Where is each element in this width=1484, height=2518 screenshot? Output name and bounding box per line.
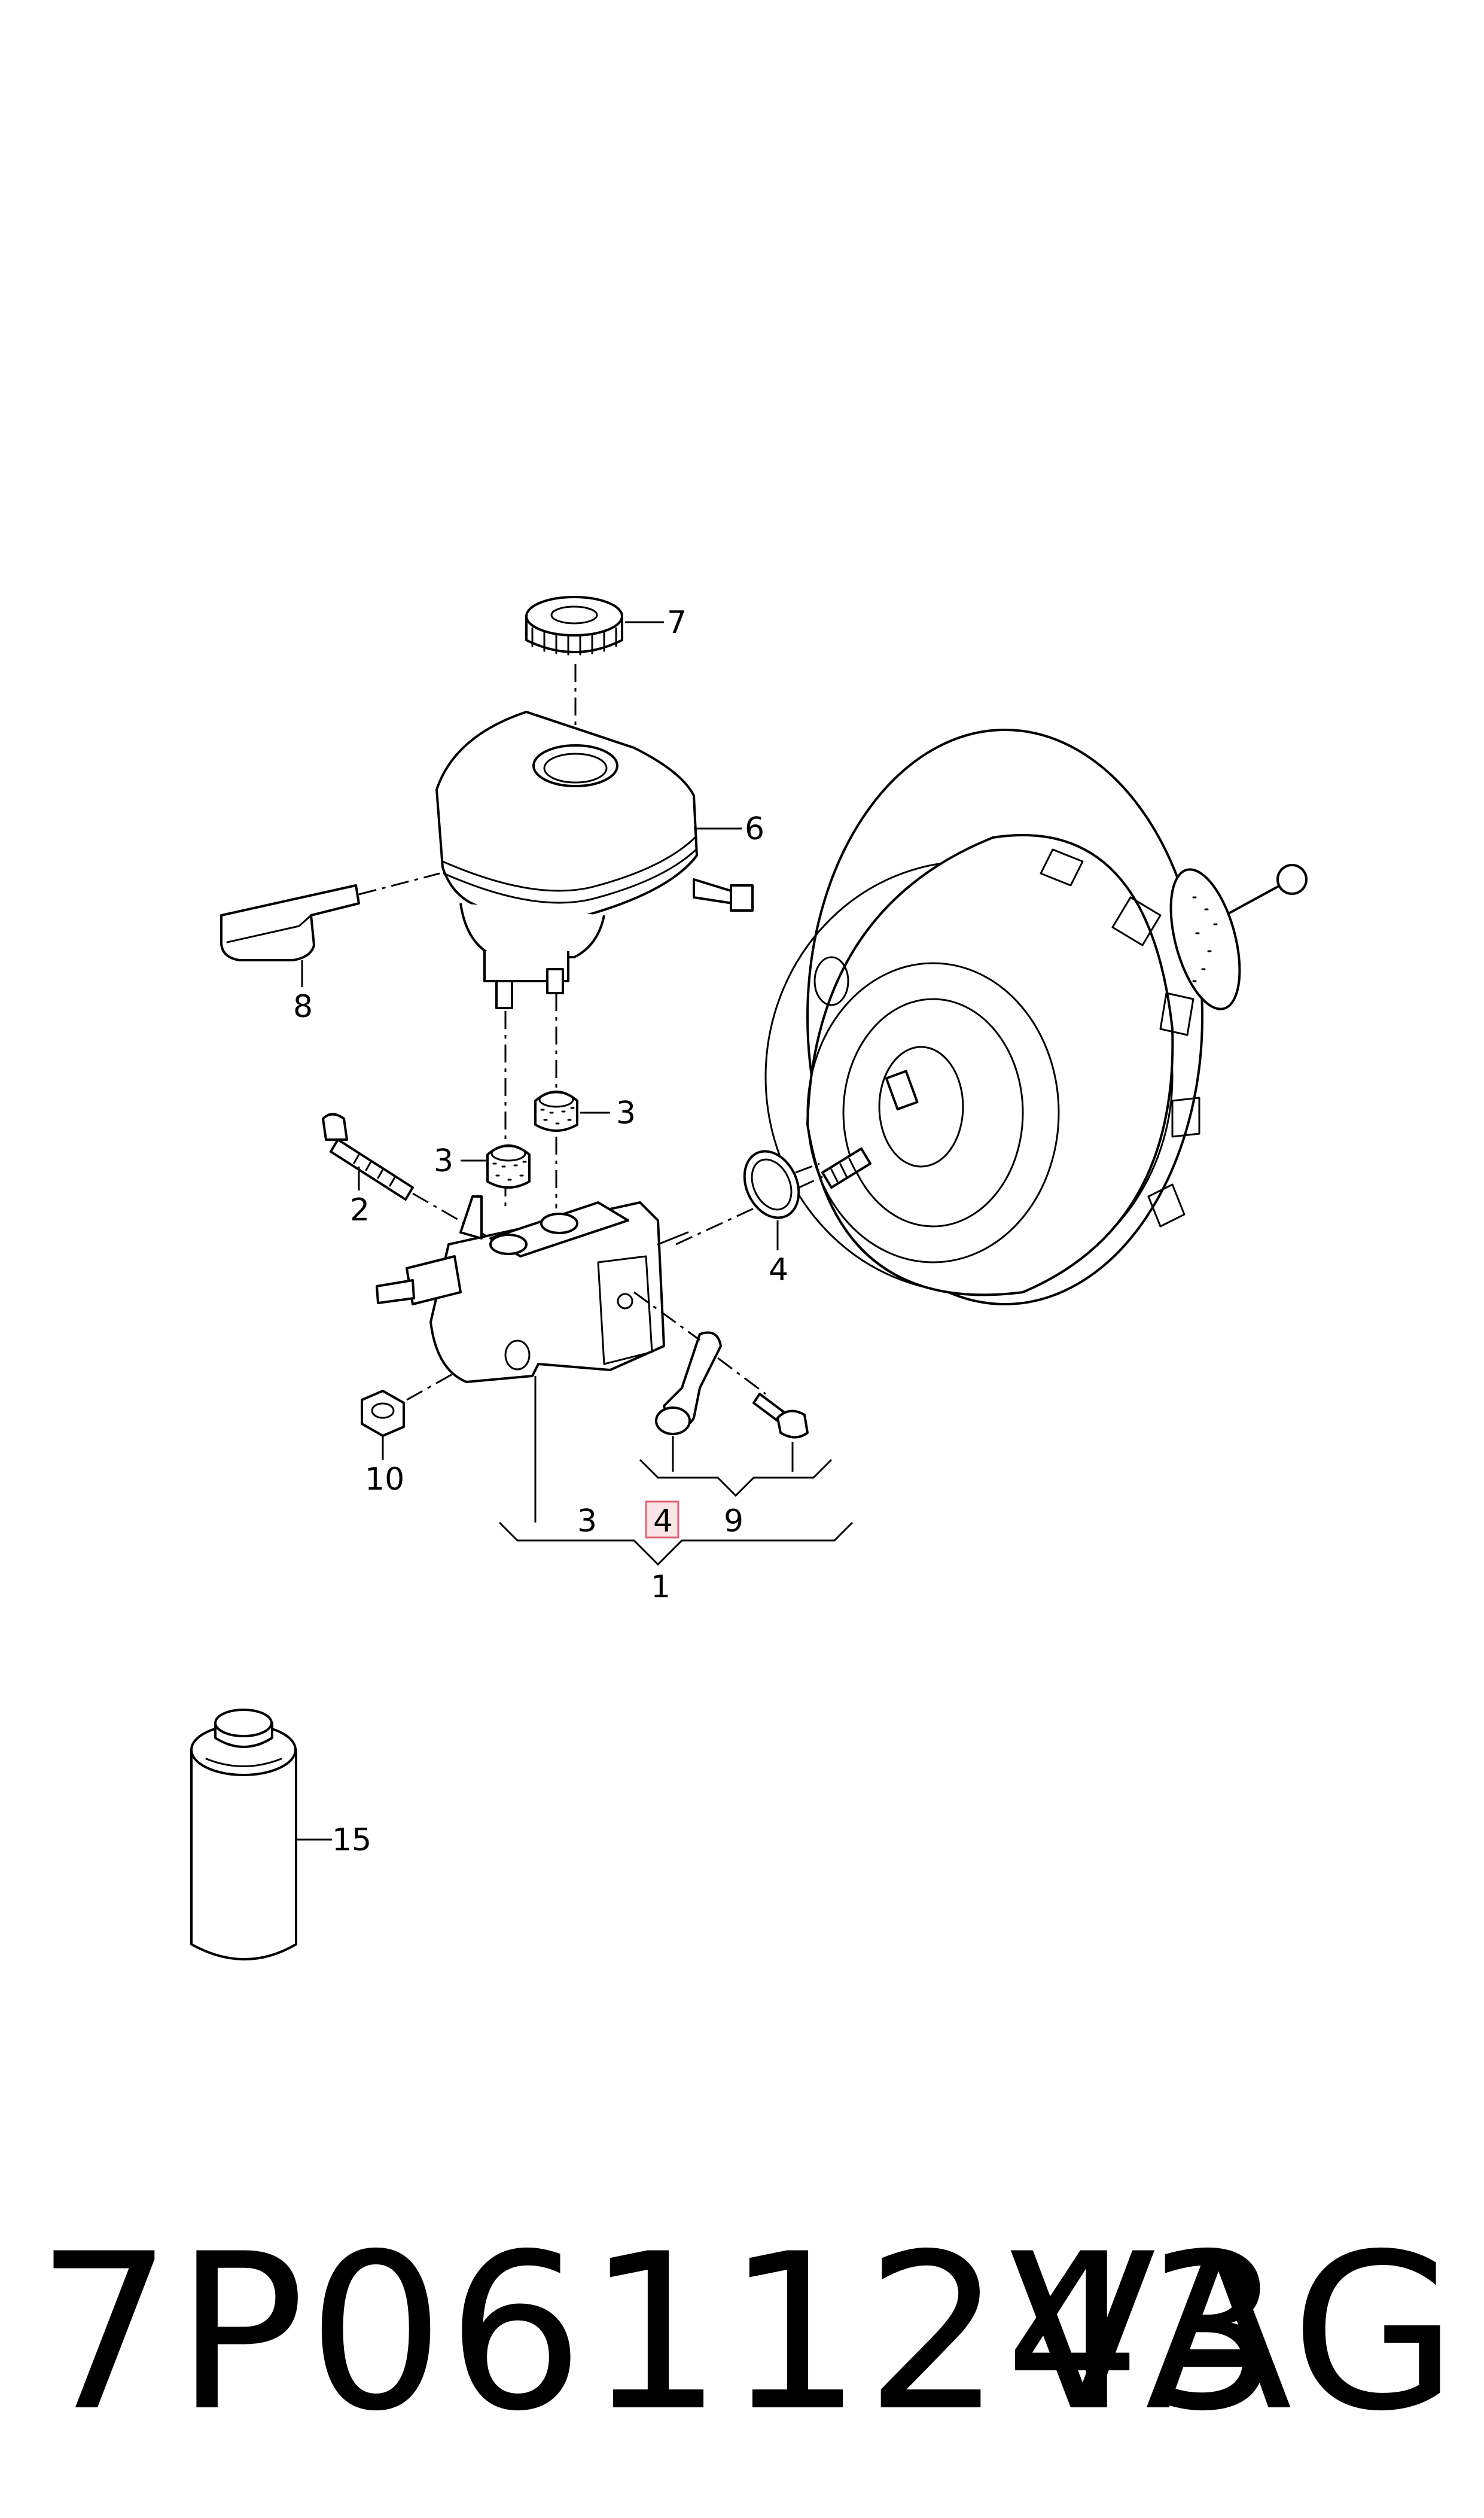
brake-fluid-reservoir (435, 711, 754, 1009)
callout-3-group: 3 (577, 1503, 597, 1539)
callout-6: 6 (745, 811, 764, 847)
grommet-upper (534, 1091, 578, 1132)
callout-3-left: 3 (434, 1143, 453, 1179)
callout-1: 1 (651, 1569, 671, 1605)
bolt (322, 1113, 414, 1201)
o-ring (743, 1150, 800, 1219)
brake-fluid-bottle (190, 1709, 297, 1960)
reservoir-bracket (220, 884, 360, 961)
callout-8: 8 (293, 989, 313, 1025)
brake-master-cylinder (376, 1195, 689, 1383)
callout-2: 2 (350, 1192, 370, 1228)
reservoir-cap (525, 596, 623, 656)
callout-10: 10 (365, 1462, 404, 1497)
parts-diagram: 7 6 8 3 3 2 4 10 3 4 9 1 15 (190, 596, 1308, 1960)
callout-4-highlighted: 4 (653, 1503, 673, 1539)
pushrod-thread (821, 1147, 871, 1189)
sensor-bolt (752, 1393, 809, 1439)
callout-4-oring: 4 (769, 1252, 788, 1288)
callout-9: 9 (724, 1503, 743, 1539)
grommet-lower (486, 1144, 531, 1189)
callout-7: 7 (667, 605, 687, 641)
callout-15: 15 (332, 1822, 371, 1858)
footer: 7P0611243 VAG (0, 2190, 1484, 2518)
brake-booster (764, 729, 1203, 1305)
part-number: 7P0611243 (36, 2208, 1284, 2458)
booster-pushrod (1169, 864, 1308, 1010)
callout-3-right: 3 (616, 1095, 636, 1131)
highlight-box (645, 1500, 679, 1539)
nut (361, 1390, 405, 1437)
sensor (655, 1331, 722, 1435)
brand-name: VAG (1008, 2208, 1460, 2458)
